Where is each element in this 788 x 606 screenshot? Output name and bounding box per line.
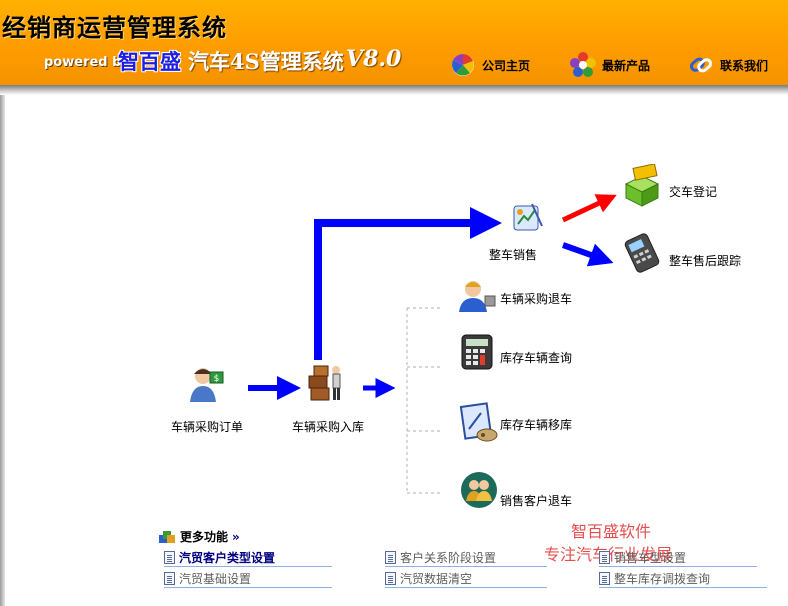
arrow-sales-to-delivery bbox=[561, 194, 617, 223]
label-delivery: 交车登记 bbox=[669, 185, 718, 199]
watermark-line1: 智百盛软件 bbox=[571, 522, 652, 541]
node-after-sales[interactable] bbox=[622, 232, 664, 274]
double-chevron-right-icon: » bbox=[232, 529, 240, 544]
label-purchase-in: 车辆采购入库 bbox=[292, 420, 365, 434]
nav-latest-products[interactable]: 最新产品 bbox=[570, 52, 650, 78]
node-delivery[interactable] bbox=[622, 163, 662, 208]
sales-document-icon bbox=[513, 203, 543, 231]
nav-contact-us[interactable]: 联系我们 bbox=[688, 52, 768, 78]
link-label: 销售车型设置 bbox=[614, 551, 687, 565]
label-purchase-order: 车辆采购订单 bbox=[171, 420, 244, 434]
label-vehicle-sales: 整车销售 bbox=[489, 248, 538, 262]
arrow-in-to-sales bbox=[314, 207, 502, 360]
header-shadow bbox=[0, 85, 788, 95]
arrow-sales-to-aftersales bbox=[561, 242, 614, 267]
nav-label-contact: 联系我们 bbox=[720, 58, 769, 73]
user-money-icon: $ bbox=[190, 368, 224, 402]
link-data-clear[interactable]: 汽贸数据清空 bbox=[385, 570, 547, 588]
left-border bbox=[0, 95, 5, 606]
product-name: 汽车4S管理系统 bbox=[188, 49, 344, 74]
warehouse-worker-icon bbox=[308, 365, 341, 401]
product-version: V8.0 bbox=[346, 46, 402, 72]
document-icon bbox=[599, 572, 610, 585]
nav-label-products: 最新产品 bbox=[602, 58, 651, 73]
node-purchase-in[interactable] bbox=[305, 362, 345, 404]
label-purchase-return: 车辆采购退车 bbox=[500, 292, 573, 306]
document-icon bbox=[164, 551, 175, 564]
link-sales-model-settings[interactable]: 销售车型设置 bbox=[599, 549, 757, 567]
system-title: 经销商运营管理系统 bbox=[2, 14, 227, 42]
link-relationship-stage-settings[interactable]: 客户关系阶段设置 bbox=[385, 549, 547, 567]
label-after-sales: 整车售后跟踪 bbox=[669, 254, 742, 268]
pos-terminal-icon bbox=[624, 233, 660, 273]
flower-color-icon bbox=[570, 52, 596, 77]
document-icon bbox=[385, 551, 396, 564]
link-label: 整车库存调拨查询 bbox=[614, 572, 711, 586]
nav-company-home[interactable]: 公司主页 bbox=[450, 52, 530, 78]
label-stock-query: 库存车辆查询 bbox=[500, 351, 573, 365]
node-purchase-order[interactable]: $ bbox=[188, 364, 226, 404]
node-vehicle-sales[interactable] bbox=[508, 200, 546, 236]
node-stock-transfer[interactable] bbox=[459, 401, 499, 443]
label-stock-transfer: 库存车辆移库 bbox=[500, 418, 573, 432]
nav-label-home: 公司主页 bbox=[482, 58, 531, 73]
node-purchase-return[interactable] bbox=[457, 278, 497, 314]
delivery-box-icon bbox=[624, 163, 660, 207]
header-banner: 经销商运营管理系统 powered by 智百盛 汽车4S管理系统 V8.0 公… bbox=[0, 0, 788, 85]
link-label: 汽贸数据清空 bbox=[400, 572, 473, 586]
transfer-board-icon bbox=[459, 402, 498, 442]
more-functions-title: 更多功能 bbox=[180, 530, 229, 544]
user-return-icon bbox=[459, 281, 496, 312]
link-label: 汽贸客户类型设置 bbox=[179, 551, 276, 565]
link-customer-type-settings[interactable]: 汽贸客户类型设置 bbox=[164, 549, 332, 567]
brand-name: 智百盛 bbox=[118, 50, 181, 74]
chain-link-icon bbox=[689, 57, 713, 73]
link-basic-settings[interactable]: 汽贸基础设置 bbox=[164, 570, 332, 588]
document-icon bbox=[164, 572, 175, 585]
more-functions-header[interactable]: 更多功能 » bbox=[158, 528, 240, 545]
link-stock-allocation-query[interactable]: 整车库存调拨查询 bbox=[599, 570, 767, 588]
node-customer-return[interactable] bbox=[460, 471, 498, 509]
calculator-icon bbox=[461, 334, 493, 370]
pie-color-icon bbox=[452, 53, 474, 76]
link-label: 汽贸基础设置 bbox=[179, 572, 252, 586]
label-customer-return: 销售客户退车 bbox=[500, 494, 573, 508]
document-icon bbox=[599, 551, 610, 564]
customer-group-icon bbox=[461, 472, 497, 508]
document-icon bbox=[385, 572, 396, 585]
powered-by-text: powered by bbox=[44, 55, 130, 70]
link-label: 客户关系阶段设置 bbox=[400, 551, 497, 565]
branch-dashed-lines bbox=[406, 307, 440, 494]
svg-text:$: $ bbox=[214, 374, 220, 384]
node-stock-query[interactable] bbox=[459, 333, 495, 371]
more-functions-icon bbox=[159, 530, 175, 543]
